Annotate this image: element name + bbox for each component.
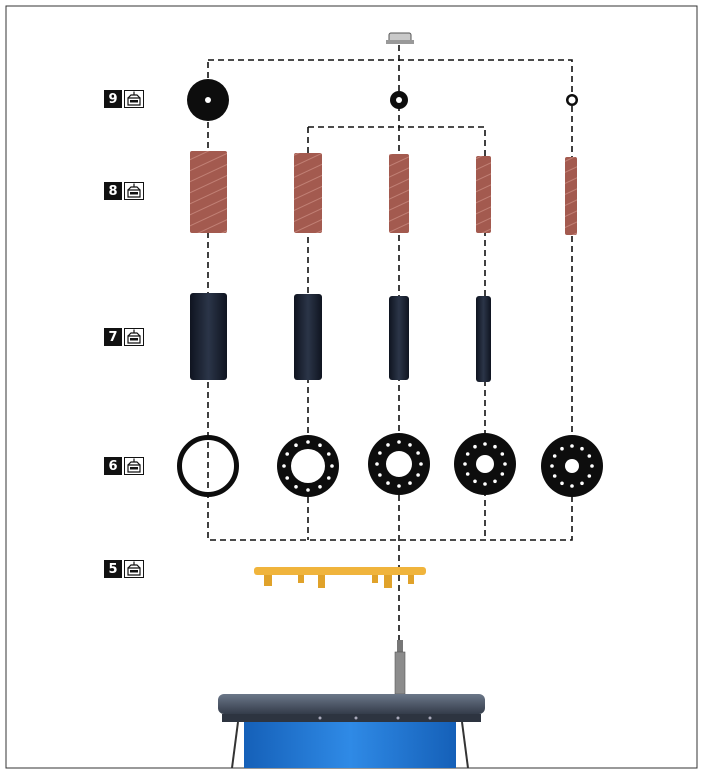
- throat-plate-hole: [560, 481, 564, 486]
- package-icon: [124, 182, 144, 200]
- throat-plate-hole: [318, 443, 322, 448]
- throat-plate-hole: [397, 484, 401, 488]
- top-washer-large: [187, 79, 229, 121]
- throat-plate-hole: [408, 443, 412, 447]
- throat-plate-hole: [590, 464, 594, 468]
- throat-plate-4: [454, 433, 516, 495]
- sanding-sleeve-1: [190, 151, 227, 233]
- throat-plate-hole: [416, 473, 420, 477]
- inner-guide-line: [308, 126, 486, 540]
- outer-guide-line: [207, 59, 573, 541]
- throat-plate-hole: [570, 444, 574, 448]
- part-number-label: 6: [104, 457, 122, 475]
- part-number-label: 9: [104, 90, 122, 108]
- throat-plate-hole: [294, 485, 298, 489]
- throat-plate-hole: [397, 440, 401, 444]
- throat-plate-hole: [465, 452, 470, 456]
- throat-plate-hole: [463, 462, 467, 466]
- throat-plate-hole: [500, 452, 505, 456]
- package-icon: [124, 560, 144, 578]
- throat-plate-hole: [294, 443, 298, 448]
- part-marker-7: 7: [104, 328, 144, 346]
- throat-plate-hole: [375, 462, 379, 466]
- throat-plate-hole: [318, 485, 322, 489]
- throat-plate-hole: [552, 454, 557, 458]
- throat-plate-hole: [386, 481, 390, 485]
- throat-plate-hole: [500, 472, 505, 476]
- throat-plate-hole: [473, 479, 477, 484]
- part-marker-5: 5: [104, 560, 144, 578]
- throat-plate-5: [541, 435, 603, 497]
- throat-plate-hole: [503, 462, 507, 466]
- throat-plate-hole: [473, 444, 477, 449]
- throat-plate-hole: [285, 476, 290, 480]
- part-number-label: 5: [104, 560, 122, 578]
- rubber-drum-3: [389, 296, 409, 380]
- sanding-sleeve-4: [476, 156, 491, 233]
- rubber-drum-4: [476, 296, 491, 382]
- throat-plate-hole: [327, 476, 331, 480]
- throat-plate-hole: [550, 464, 554, 468]
- top-washer-small: [566, 94, 578, 106]
- throat-plate-hole: [306, 440, 310, 444]
- package-icon: [124, 328, 144, 346]
- throat-plate-hole: [378, 451, 382, 455]
- throat-plate-hole: [483, 482, 487, 486]
- sander-blue-housing: [231, 721, 469, 769]
- package-icon: [124, 90, 144, 108]
- throat-plate-hole: [419, 462, 423, 466]
- throat-plate-hole: [378, 473, 382, 477]
- throat-plate-hole: [386, 443, 390, 447]
- throat-plate-hole: [493, 444, 497, 449]
- throat-plate-hole: [493, 479, 497, 484]
- throat-plate-hole: [285, 452, 290, 456]
- throat-plate-hole: [552, 474, 557, 478]
- rubber-drum-1: [190, 293, 227, 380]
- yellow-insert-tray: [254, 567, 426, 588]
- throat-plate-hole: [580, 481, 584, 486]
- spindle-cap-nut: [386, 32, 414, 44]
- spindle-shaft: [394, 640, 406, 695]
- throat-plate-1: [177, 435, 239, 497]
- sanding-sleeve-5: [565, 157, 577, 235]
- throat-plate-hole: [330, 464, 334, 468]
- throat-plate-2: [277, 435, 339, 497]
- throat-plate-3: [368, 433, 430, 495]
- rubber-drum-2: [294, 294, 322, 380]
- throat-plate-hole: [587, 474, 592, 478]
- sanding-sleeve-2: [294, 153, 322, 233]
- part-number-label: 8: [104, 182, 122, 200]
- top-washer-medium: [390, 91, 408, 109]
- throat-plate-hole: [587, 454, 592, 458]
- part-marker-8: 8: [104, 182, 144, 200]
- throat-plate-hole: [408, 481, 412, 485]
- throat-plate-hole: [560, 446, 564, 451]
- package-icon: [124, 457, 144, 475]
- throat-plate-hole: [327, 452, 331, 456]
- throat-plate-hole: [465, 472, 470, 476]
- part-marker-9: 9: [104, 90, 144, 108]
- throat-plate-hole: [282, 464, 286, 468]
- throat-plate-hole: [570, 484, 574, 488]
- throat-plate-hole: [416, 451, 420, 455]
- oscillating-sander-table: [218, 694, 485, 722]
- diagram-border: [5, 5, 698, 769]
- sanding-sleeve-3: [389, 154, 409, 233]
- throat-plate-hole: [580, 446, 584, 451]
- part-number-label: 7: [104, 328, 122, 346]
- throat-plate-hole: [483, 442, 487, 446]
- throat-plate-hole: [306, 488, 310, 492]
- part-marker-6: 6: [104, 457, 144, 475]
